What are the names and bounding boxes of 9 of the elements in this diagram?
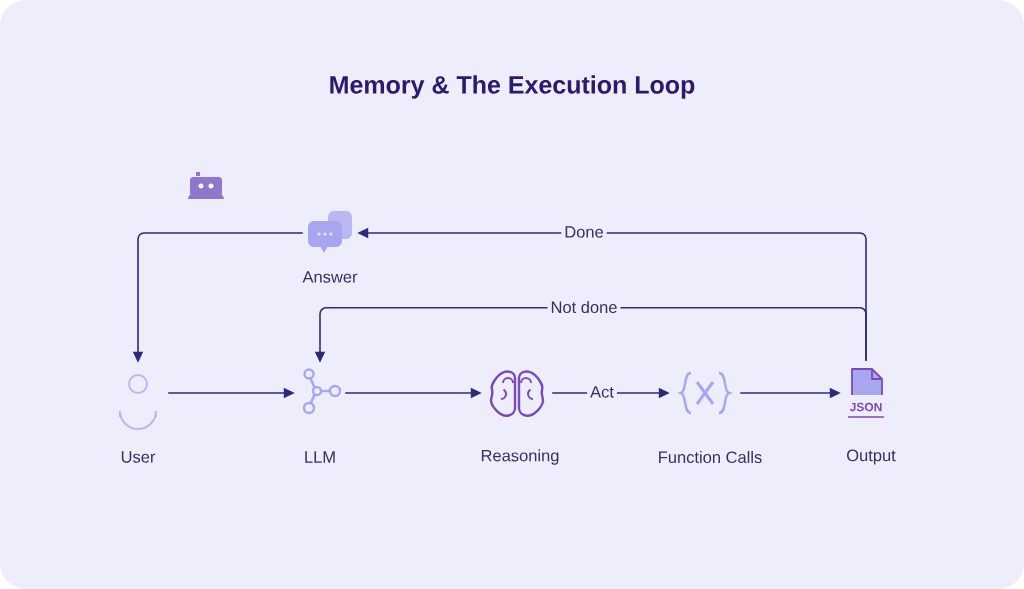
- node-label: User: [121, 451, 156, 463]
- node-label: Output: [847, 449, 896, 465]
- node-label: Function Calls: [659, 450, 762, 464]
- edge-label: Done: [561, 223, 607, 241]
- node-label: LLM: [305, 451, 335, 463]
- node-label: Reasoning: [481, 449, 559, 465]
- edge-label: Act: [587, 383, 617, 401]
- title: Memory & The Execution Loop: [330, 75, 695, 99]
- node-label: Answer: [302, 271, 358, 283]
